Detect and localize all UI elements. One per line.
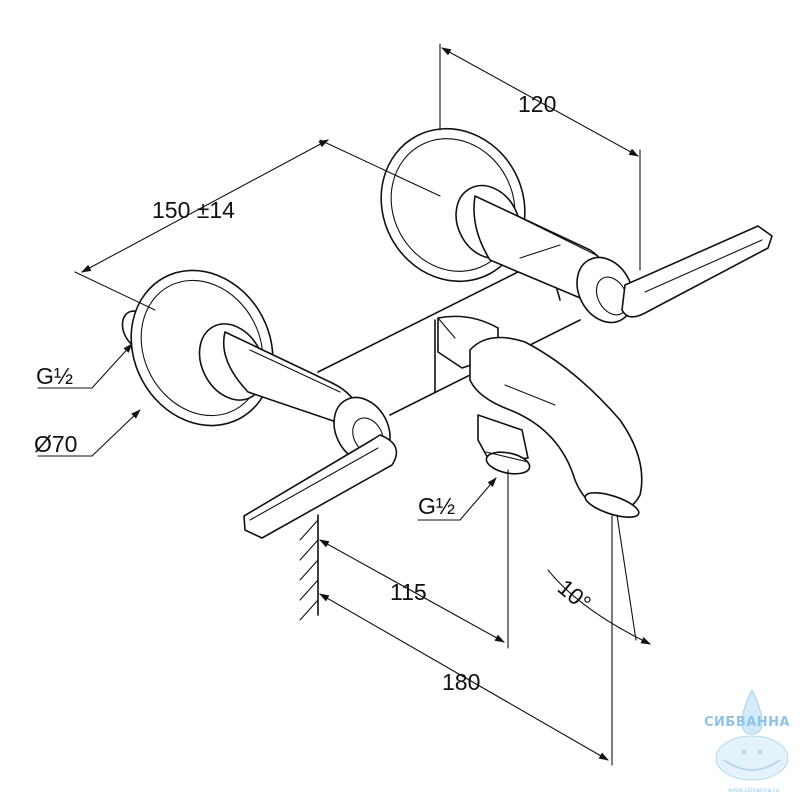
dim-150: 150 ±14 — [152, 197, 235, 223]
watermark-logo: СИБВАННА www.sibvanna.ru — [704, 688, 790, 794]
watermark-url: www.sibvanna.ru — [728, 787, 780, 794]
dim-outlet-thread: G½ — [418, 493, 455, 519]
spout — [437, 315, 643, 518]
dimension-lines — [37, 43, 651, 766]
watermark-brand: СИБВАННА — [704, 715, 790, 730]
dim-angle: 10° — [553, 574, 596, 616]
dim-115: 115 — [390, 579, 427, 605]
wall-hatch — [299, 514, 319, 621]
right-valve — [380, 127, 773, 324]
dim-inlet-thread: G½ — [36, 363, 73, 389]
dim-120: 120 — [518, 91, 556, 117]
left-valve — [121, 269, 398, 539]
dim-escutcheon: Ø70 — [34, 431, 77, 457]
dim-180: 180 — [442, 669, 480, 695]
